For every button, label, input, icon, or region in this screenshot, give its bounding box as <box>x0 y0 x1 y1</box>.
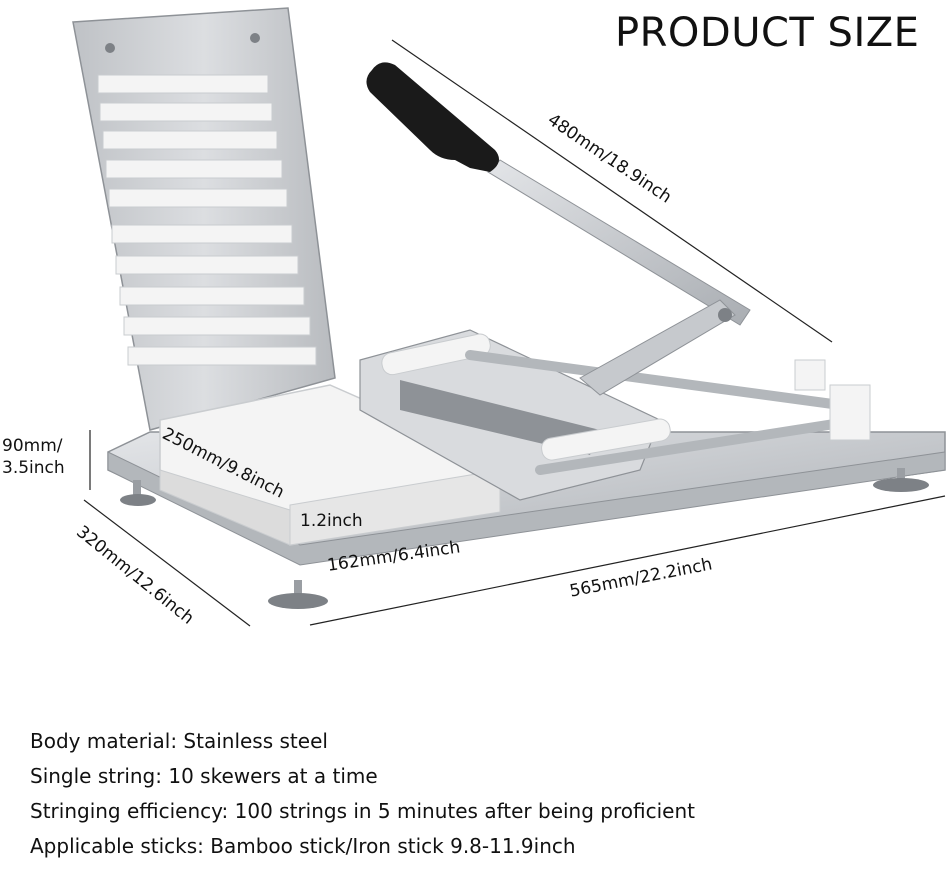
dimension-label-tray-height: 1.2inch <box>300 511 363 531</box>
upright-panel <box>72 7 336 431</box>
spec-list: Body material: Stainless steel Single st… <box>30 724 695 864</box>
dimension-label-height-line1: 90mm/ <box>2 436 63 456</box>
panel-comb-rows <box>97 74 317 366</box>
foot-left <box>120 480 156 506</box>
spec-single-string: Single string: 10 skewers at a time <box>30 764 378 788</box>
guide-rails <box>465 350 865 475</box>
foot-right <box>873 468 929 492</box>
dimension-lines <box>83 39 946 627</box>
lever-handle <box>366 62 499 172</box>
blade-carriage <box>359 329 671 501</box>
page-title: PRODUCT SIZE <box>615 10 920 56</box>
dimension-label-height-line2: 3.5inch <box>2 458 65 478</box>
spec-stringing-efficiency: Stringing efficiency: 100 strings in 5 m… <box>30 799 695 823</box>
foot-front <box>268 580 328 609</box>
right-bracket <box>794 359 871 441</box>
spec-applicable-sticks: Applicable sticks: Bamboo stick/Iron sti… <box>30 834 576 858</box>
spec-body-material: Body material: Stainless steel <box>30 729 328 753</box>
